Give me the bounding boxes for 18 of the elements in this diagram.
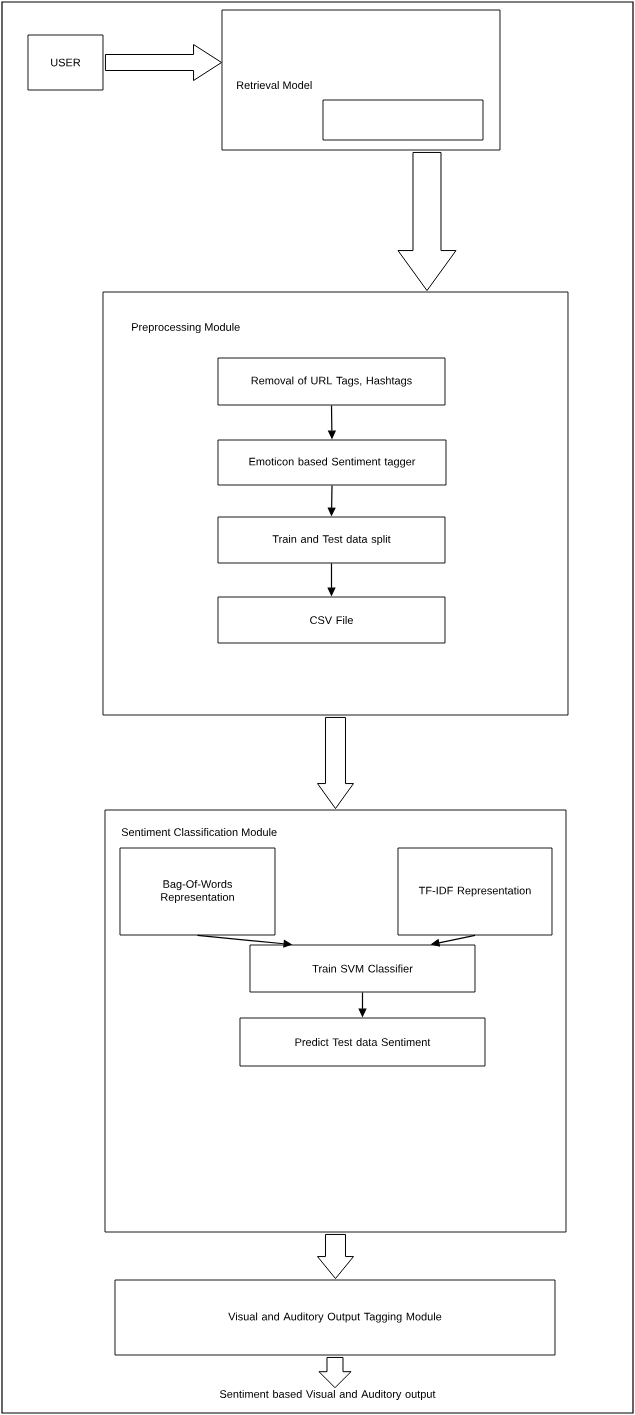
process-box: Visual and Auditory Output Tagging Module: [114, 1279, 556, 1356]
output-text: Sentiment based Visual and Auditory output: [219, 1389, 436, 1401]
process-box: TF-IDF Representation: [397, 847, 553, 936]
process-box: CSV File: [217, 596, 446, 644]
empty-box: [322, 99, 484, 141]
process-box: USER: [27, 34, 104, 91]
arrow: [104, 44, 223, 81]
process-box: Emoticon based Sentiment tagger: [217, 439, 447, 486]
arrow: [318, 1356, 352, 1389]
arrow: [317, 1233, 354, 1280]
process-box: Train and Test data split: [217, 516, 446, 564]
process-box: Predict Test data Sentiment: [239, 1017, 486, 1067]
process-box: Removal of URL Tags, Hashtags: [217, 357, 446, 406]
module-box: Retrieval Model: [221, 9, 501, 151]
arrow: [397, 151, 457, 292]
process-box: Bag-Of-Words Representation: [119, 847, 276, 936]
process-box: Train SVM Classifier: [249, 944, 476, 993]
arrow: [317, 716, 354, 810]
